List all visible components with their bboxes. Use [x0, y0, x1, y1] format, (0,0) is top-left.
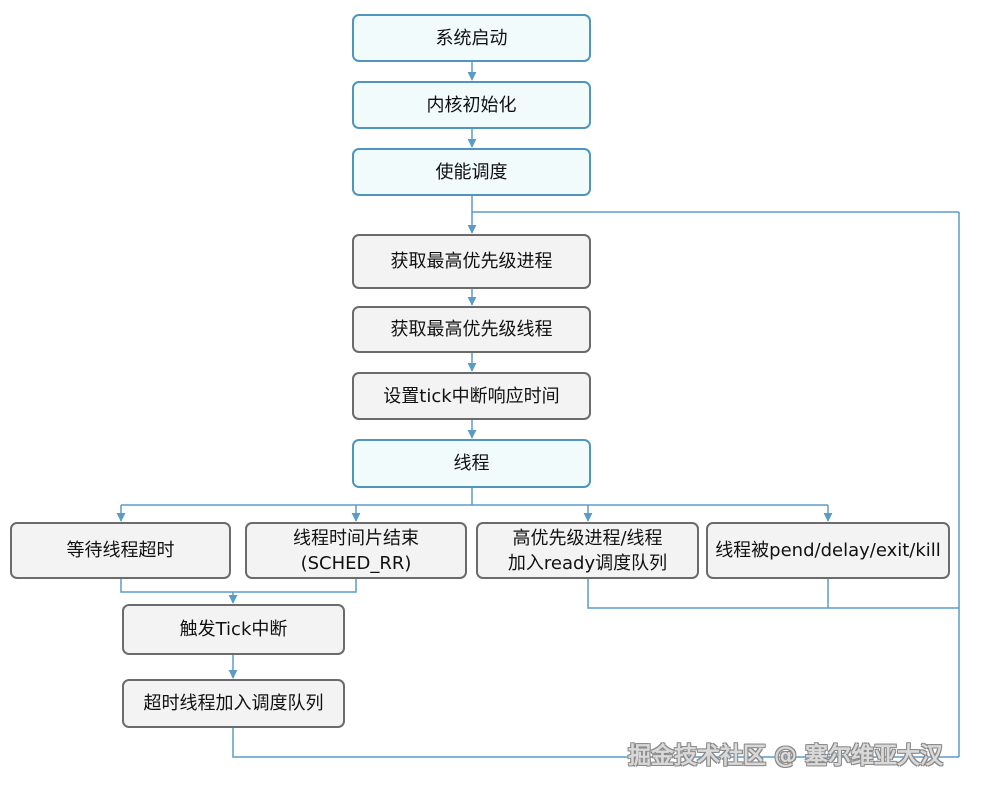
node-thread-pend: 线程被pend/delay/exit/kill	[706, 522, 950, 579]
node-thread: 线程	[352, 439, 591, 488]
loop-back-bottom	[232, 728, 959, 758]
node-get-highest-thread: 获取最高优先级线程	[352, 306, 591, 353]
node-high-prio-ready: 高优先级进程/线程 加入ready调度队列	[476, 522, 699, 579]
node-trigger-tick: 触发Tick中断	[122, 604, 345, 655]
node-timeout-enqueue: 超时线程加入调度队列	[122, 679, 345, 728]
node-timeslice-end: 线程时间片结束 (SCHED_RR)	[245, 522, 467, 579]
merge-right	[587, 579, 959, 609]
node-wait-timeout: 等待线程超时	[10, 522, 231, 579]
node-kernel-init: 内核初始化	[352, 81, 591, 129]
merge-left	[120, 579, 357, 593]
node-get-highest-process: 获取最高优先级进程	[352, 234, 591, 289]
watermark: 掘金技术社区 @ 塞尔维亚大汉	[628, 743, 944, 769]
node-enable-schedule: 使能调度	[352, 148, 591, 196]
node-system-start: 系统启动	[352, 14, 591, 62]
node-set-tick-timer: 设置tick中断响应时间	[352, 372, 591, 420]
